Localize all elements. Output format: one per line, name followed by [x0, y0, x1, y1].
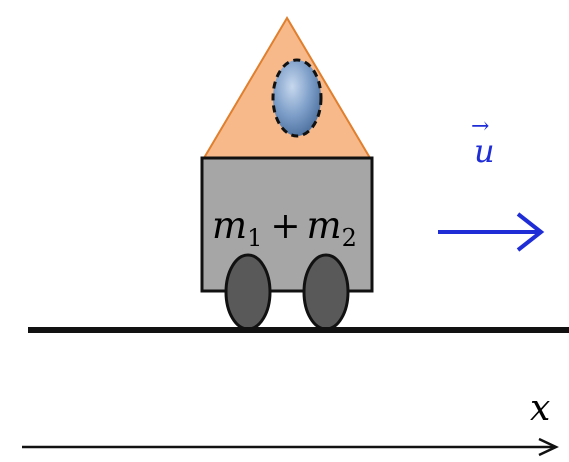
cart-mass-label: m1+m2: [212, 204, 357, 252]
axis-label: x: [530, 388, 550, 429]
wheel-icon: [224, 253, 272, 331]
wheel-icon: [302, 253, 350, 331]
velocity-arrowhead: [516, 212, 545, 252]
velocity-vector-mark: →: [471, 114, 489, 139]
ball-icon: [271, 58, 323, 138]
velocity-label: u: [474, 132, 495, 170]
x-axis-arrowhead: [538, 437, 559, 457]
